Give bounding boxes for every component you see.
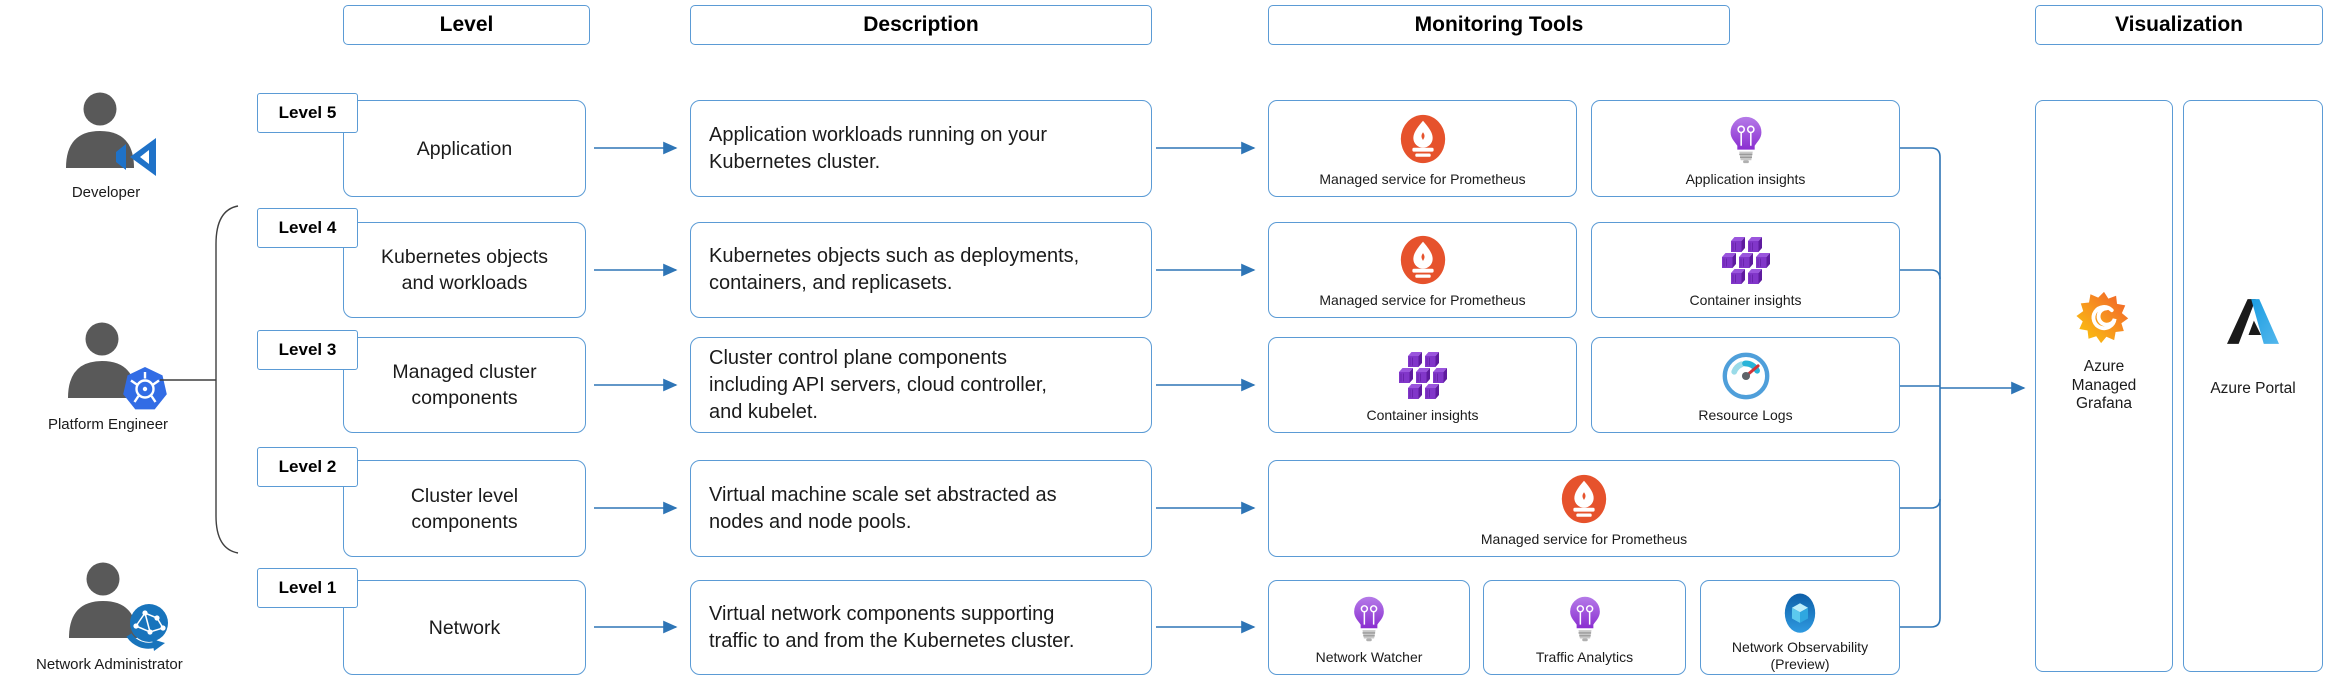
description-cluster-level: Virtual machine scale set abstracted as … — [690, 460, 1152, 557]
persona-label-network-administrator: Network Administrator — [36, 656, 183, 673]
prometheus-icon — [1396, 109, 1450, 171]
badge-level-2: Level 2 — [257, 447, 358, 487]
vis-label-grafana: Azure Managed Grafana — [2071, 358, 2137, 412]
vis-azure-portal: Azure Portal — [2183, 100, 2323, 672]
description-network: Virtual network components supporting tr… — [690, 580, 1152, 675]
elbow-r5 — [1900, 617, 1941, 628]
header-visualization: Visualization — [2035, 5, 2323, 45]
container-insights-icon — [1397, 346, 1449, 407]
container-insights-icon — [1720, 231, 1772, 292]
platform-engineer-brace — [215, 205, 239, 554]
tool-label: Managed service for Prometheus — [1480, 530, 1688, 547]
vis-azure-managed-grafana: Azure Managed Grafana — [2035, 100, 2173, 672]
elbow-r1 — [1900, 147, 1941, 158]
tool-resource-logs: Resource Logs — [1591, 337, 1900, 433]
badge-level-5: Level 5 — [257, 93, 358, 133]
tool-managed-prometheus-row2: Managed service for Prometheus — [1268, 222, 1577, 318]
description-kubernetes-objects: Kubernetes objects such as deployments, … — [690, 222, 1152, 318]
tool-managed-prometheus-row4: Managed service for Prometheus — [1268, 460, 1900, 557]
tool-label: Managed service for Prometheus — [1319, 291, 1526, 308]
tool-label: Resource Logs — [1698, 406, 1793, 423]
tool-application-insights: Application insights — [1591, 100, 1900, 197]
persona-network-administrator: Network Administrator — [36, 562, 183, 673]
header-monitoring-tools: Monitoring Tools — [1268, 5, 1730, 45]
developer-avatar — [66, 92, 156, 176]
level-box-kubernetes-objects: Kubernetes objects and workloads — [343, 222, 586, 318]
header-description: Description — [690, 5, 1152, 45]
persona-platform-engineer: Platform Engineer — [40, 322, 176, 433]
prometheus-icon — [1396, 231, 1450, 292]
level-box-network: Network — [343, 580, 586, 675]
prometheus-icon — [1557, 469, 1611, 531]
traffic-analytics-icon — [1559, 589, 1611, 649]
tool-network-watcher: Network Watcher — [1268, 580, 1470, 675]
azure-portal-icon — [2227, 299, 2279, 344]
network-observability-icon — [1775, 589, 1825, 639]
elbow-r2 — [1900, 269, 1941, 280]
network-administrator-avatar — [69, 562, 179, 654]
badge-level-4: Level 4 — [257, 208, 358, 248]
tool-managed-prometheus-row1: Managed service for Prometheus — [1268, 100, 1577, 197]
vis-label-azure-portal: Azure Portal — [2210, 380, 2296, 397]
application-insights-icon — [1719, 109, 1773, 171]
persona-label-platform-engineer: Platform Engineer — [47, 416, 169, 433]
tool-label: Managed service for Prometheus — [1319, 170, 1526, 187]
tool-label: Application insights — [1685, 170, 1806, 187]
grafana-icon — [2075, 289, 2131, 345]
tool-container-insights-row3: Container insights — [1268, 337, 1577, 433]
persona-developer: Developer — [48, 92, 164, 201]
network-globe-icon — [129, 604, 168, 651]
resource-logs-gauge-icon — [1719, 346, 1773, 407]
elbow-r4 — [1900, 498, 1941, 509]
network-watcher-icon — [1343, 589, 1395, 649]
description-managed-cluster: Cluster control plane components includi… — [690, 337, 1152, 433]
level-box-application: Application — [343, 100, 586, 197]
tool-label: Network Watcher — [1315, 648, 1423, 665]
persona-label-developer: Developer — [71, 184, 141, 201]
tool-label: Network Observability (Preview) — [1731, 639, 1869, 672]
tool-traffic-analytics: Traffic Analytics — [1483, 580, 1686, 675]
header-level: Level — [343, 5, 590, 45]
tool-label: Traffic Analytics — [1535, 648, 1634, 665]
level-box-managed-cluster: Managed cluster components — [343, 337, 586, 433]
badge-level-3: Level 3 — [257, 330, 358, 370]
description-application: Application workloads running on your Ku… — [690, 100, 1152, 197]
tool-network-observability: Network Observability (Preview) — [1700, 580, 1900, 675]
tool-label: Container insights — [1689, 291, 1802, 308]
tool-container-insights-row2: Container insights — [1591, 222, 1900, 318]
platform-engineer-avatar — [68, 322, 169, 411]
level-box-cluster-level: Cluster level components — [343, 460, 586, 557]
tool-label: Container insights — [1366, 406, 1479, 423]
badge-level-1: Level 1 — [257, 568, 358, 608]
